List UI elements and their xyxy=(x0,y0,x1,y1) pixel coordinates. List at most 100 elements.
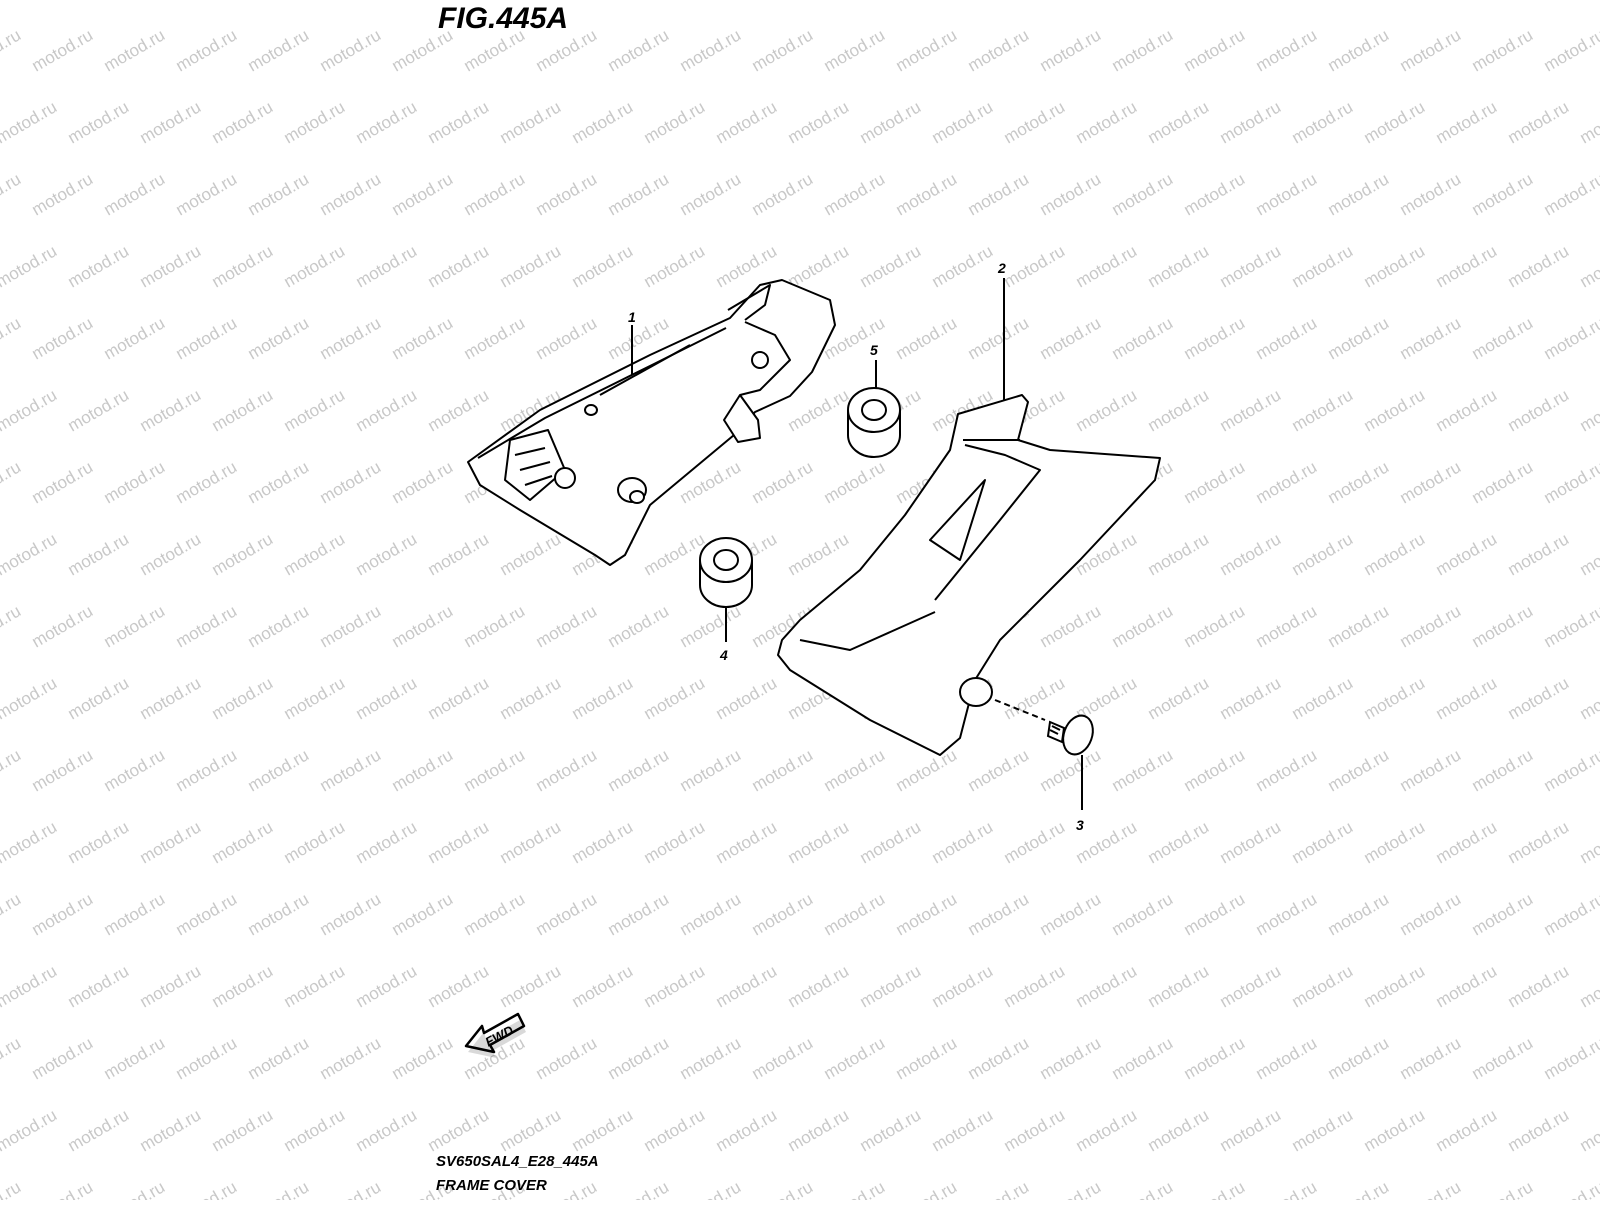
watermark-text: motod.ru xyxy=(1253,889,1321,939)
watermark-text: motod.ru xyxy=(533,313,601,363)
watermark-text: motod.ru xyxy=(0,817,60,867)
watermark-text: motod.ru xyxy=(389,889,457,939)
watermark-text: motod.ru xyxy=(65,0,133,3)
watermark-text: motod.ru xyxy=(65,817,133,867)
watermark-text: motod.ru xyxy=(425,385,493,435)
watermark-text: motod.ru xyxy=(1001,817,1069,867)
watermark-text: motod.ru xyxy=(0,1033,24,1083)
watermark-text: motod.ru xyxy=(209,817,277,867)
watermark-text: motod.ru xyxy=(1145,1105,1213,1155)
watermark-text: motod.ru xyxy=(317,745,385,795)
watermark-text: motod.ru xyxy=(965,889,1033,939)
watermark-text: motod.ru xyxy=(1577,241,1600,291)
watermark-text: motod.ru xyxy=(1469,457,1537,507)
watermark-text: motod.ru xyxy=(1289,529,1357,579)
watermark-text: motod.ru xyxy=(101,1033,169,1083)
watermark-text: motod.ru xyxy=(965,1033,1033,1083)
watermark-text: motod.ru xyxy=(821,1177,889,1200)
watermark-text: motod.ru xyxy=(1325,313,1393,363)
watermark-text: motod.ru xyxy=(0,0,60,3)
watermark-text: motod.ru xyxy=(173,313,241,363)
watermark-text: motod.ru xyxy=(857,97,925,147)
watermark-text: motod.ru xyxy=(1253,169,1321,219)
watermark-text: motod.ru xyxy=(1433,241,1501,291)
watermark-text: motod.ru xyxy=(0,169,24,219)
watermark-text: motod.ru xyxy=(1037,1033,1105,1083)
watermark-text: motod.ru xyxy=(1001,1105,1069,1155)
watermark-text: motod.ru xyxy=(245,1177,313,1200)
watermark-text: motod.ru xyxy=(929,97,997,147)
watermark-text: motod.ru xyxy=(1577,385,1600,435)
watermark-text: motod.ru xyxy=(749,889,817,939)
watermark-text: motod.ru xyxy=(1397,601,1465,651)
watermark-text: motod.ru xyxy=(1361,961,1429,1011)
watermark-text: motod.ru xyxy=(785,385,853,435)
watermark-text: motod.ru xyxy=(1325,601,1393,651)
figure-code: SV650SAL4_E28_445A xyxy=(436,1153,599,1170)
watermark-text: motod.ru xyxy=(1109,169,1177,219)
watermark-text: motod.ru xyxy=(1361,241,1429,291)
watermark-text: motod.ru xyxy=(173,25,241,75)
watermark-text: motod.ru xyxy=(101,313,169,363)
watermark-text: motod.ru xyxy=(677,25,745,75)
watermark-text: motod.ru xyxy=(101,889,169,939)
watermark-text: motod.ru xyxy=(893,889,961,939)
watermark-text: motod.ru xyxy=(137,385,205,435)
watermark-text: motod.ru xyxy=(497,961,565,1011)
watermark-text: motod.ru xyxy=(857,241,925,291)
watermark-text: motod.ru xyxy=(1145,961,1213,1011)
watermark-text: motod.ru xyxy=(1361,0,1429,3)
watermark-text: motod.ru xyxy=(1073,97,1141,147)
watermark-text: motod.ru xyxy=(1505,97,1573,147)
watermark-text: motod.ru xyxy=(569,817,637,867)
watermark-text: motod.ru xyxy=(1253,1033,1321,1083)
watermark-text: motod.ru xyxy=(569,1105,637,1155)
watermark-text: motod.ru xyxy=(1469,1177,1537,1200)
watermark-text: motod.ru xyxy=(137,961,205,1011)
watermark-text: motod.ru xyxy=(965,25,1033,75)
watermark-text: motod.ru xyxy=(29,1177,97,1200)
watermark-text: motod.ru xyxy=(1289,241,1357,291)
watermark-text: motod.ru xyxy=(137,241,205,291)
watermark-text: motod.ru xyxy=(533,889,601,939)
watermark-text: motod.ru xyxy=(1217,97,1285,147)
watermark-text: motod.ru xyxy=(1253,457,1321,507)
watermark-text: motod.ru xyxy=(317,313,385,363)
watermark-text: motod.ru xyxy=(569,241,637,291)
watermark-text: motod.ru xyxy=(1397,313,1465,363)
watermark-text: motod.ru xyxy=(209,529,277,579)
watermark-text: motod.ru xyxy=(1541,313,1600,363)
watermark-text: motod.ru xyxy=(281,97,349,147)
watermark-text: motod.ru xyxy=(29,313,97,363)
watermark-text: motod.ru xyxy=(1037,25,1105,75)
watermark-text: motod.ru xyxy=(857,817,925,867)
watermark-text: motod.ru xyxy=(353,529,421,579)
watermark-text: motod.ru xyxy=(1433,0,1501,3)
watermark-text: motod.ru xyxy=(101,457,169,507)
watermark-text: motod.ru xyxy=(245,313,313,363)
watermark-text: motod.ru xyxy=(893,745,961,795)
watermark-text: motod.ru xyxy=(209,241,277,291)
watermark-text: motod.ru xyxy=(1361,97,1429,147)
watermark-text: motod.ru xyxy=(1397,1033,1465,1083)
watermark-text: motod.ru xyxy=(281,817,349,867)
watermark-text: motod.ru xyxy=(209,385,277,435)
watermark-text: motod.ru xyxy=(425,961,493,1011)
watermark-text: motod.ru xyxy=(1541,1177,1600,1200)
watermark-text: motod.ru xyxy=(281,1105,349,1155)
watermark-text: motod.ru xyxy=(0,601,24,651)
watermark-text: motod.ru xyxy=(209,1105,277,1155)
watermark-text: motod.ru xyxy=(605,169,673,219)
watermark-text: motod.ru xyxy=(1541,889,1600,939)
watermark-text: motod.ru xyxy=(173,601,241,651)
watermark-text: motod.ru xyxy=(929,961,997,1011)
watermark-text: motod.ru xyxy=(893,313,961,363)
watermark-text: motod.ru xyxy=(641,817,709,867)
watermark-text: motod.ru xyxy=(497,817,565,867)
watermark-text: motod.ru xyxy=(821,25,889,75)
watermark-text: motod.ru xyxy=(533,601,601,651)
watermark-text: motod.ru xyxy=(749,457,817,507)
watermark-text: motod.ru xyxy=(569,0,637,3)
